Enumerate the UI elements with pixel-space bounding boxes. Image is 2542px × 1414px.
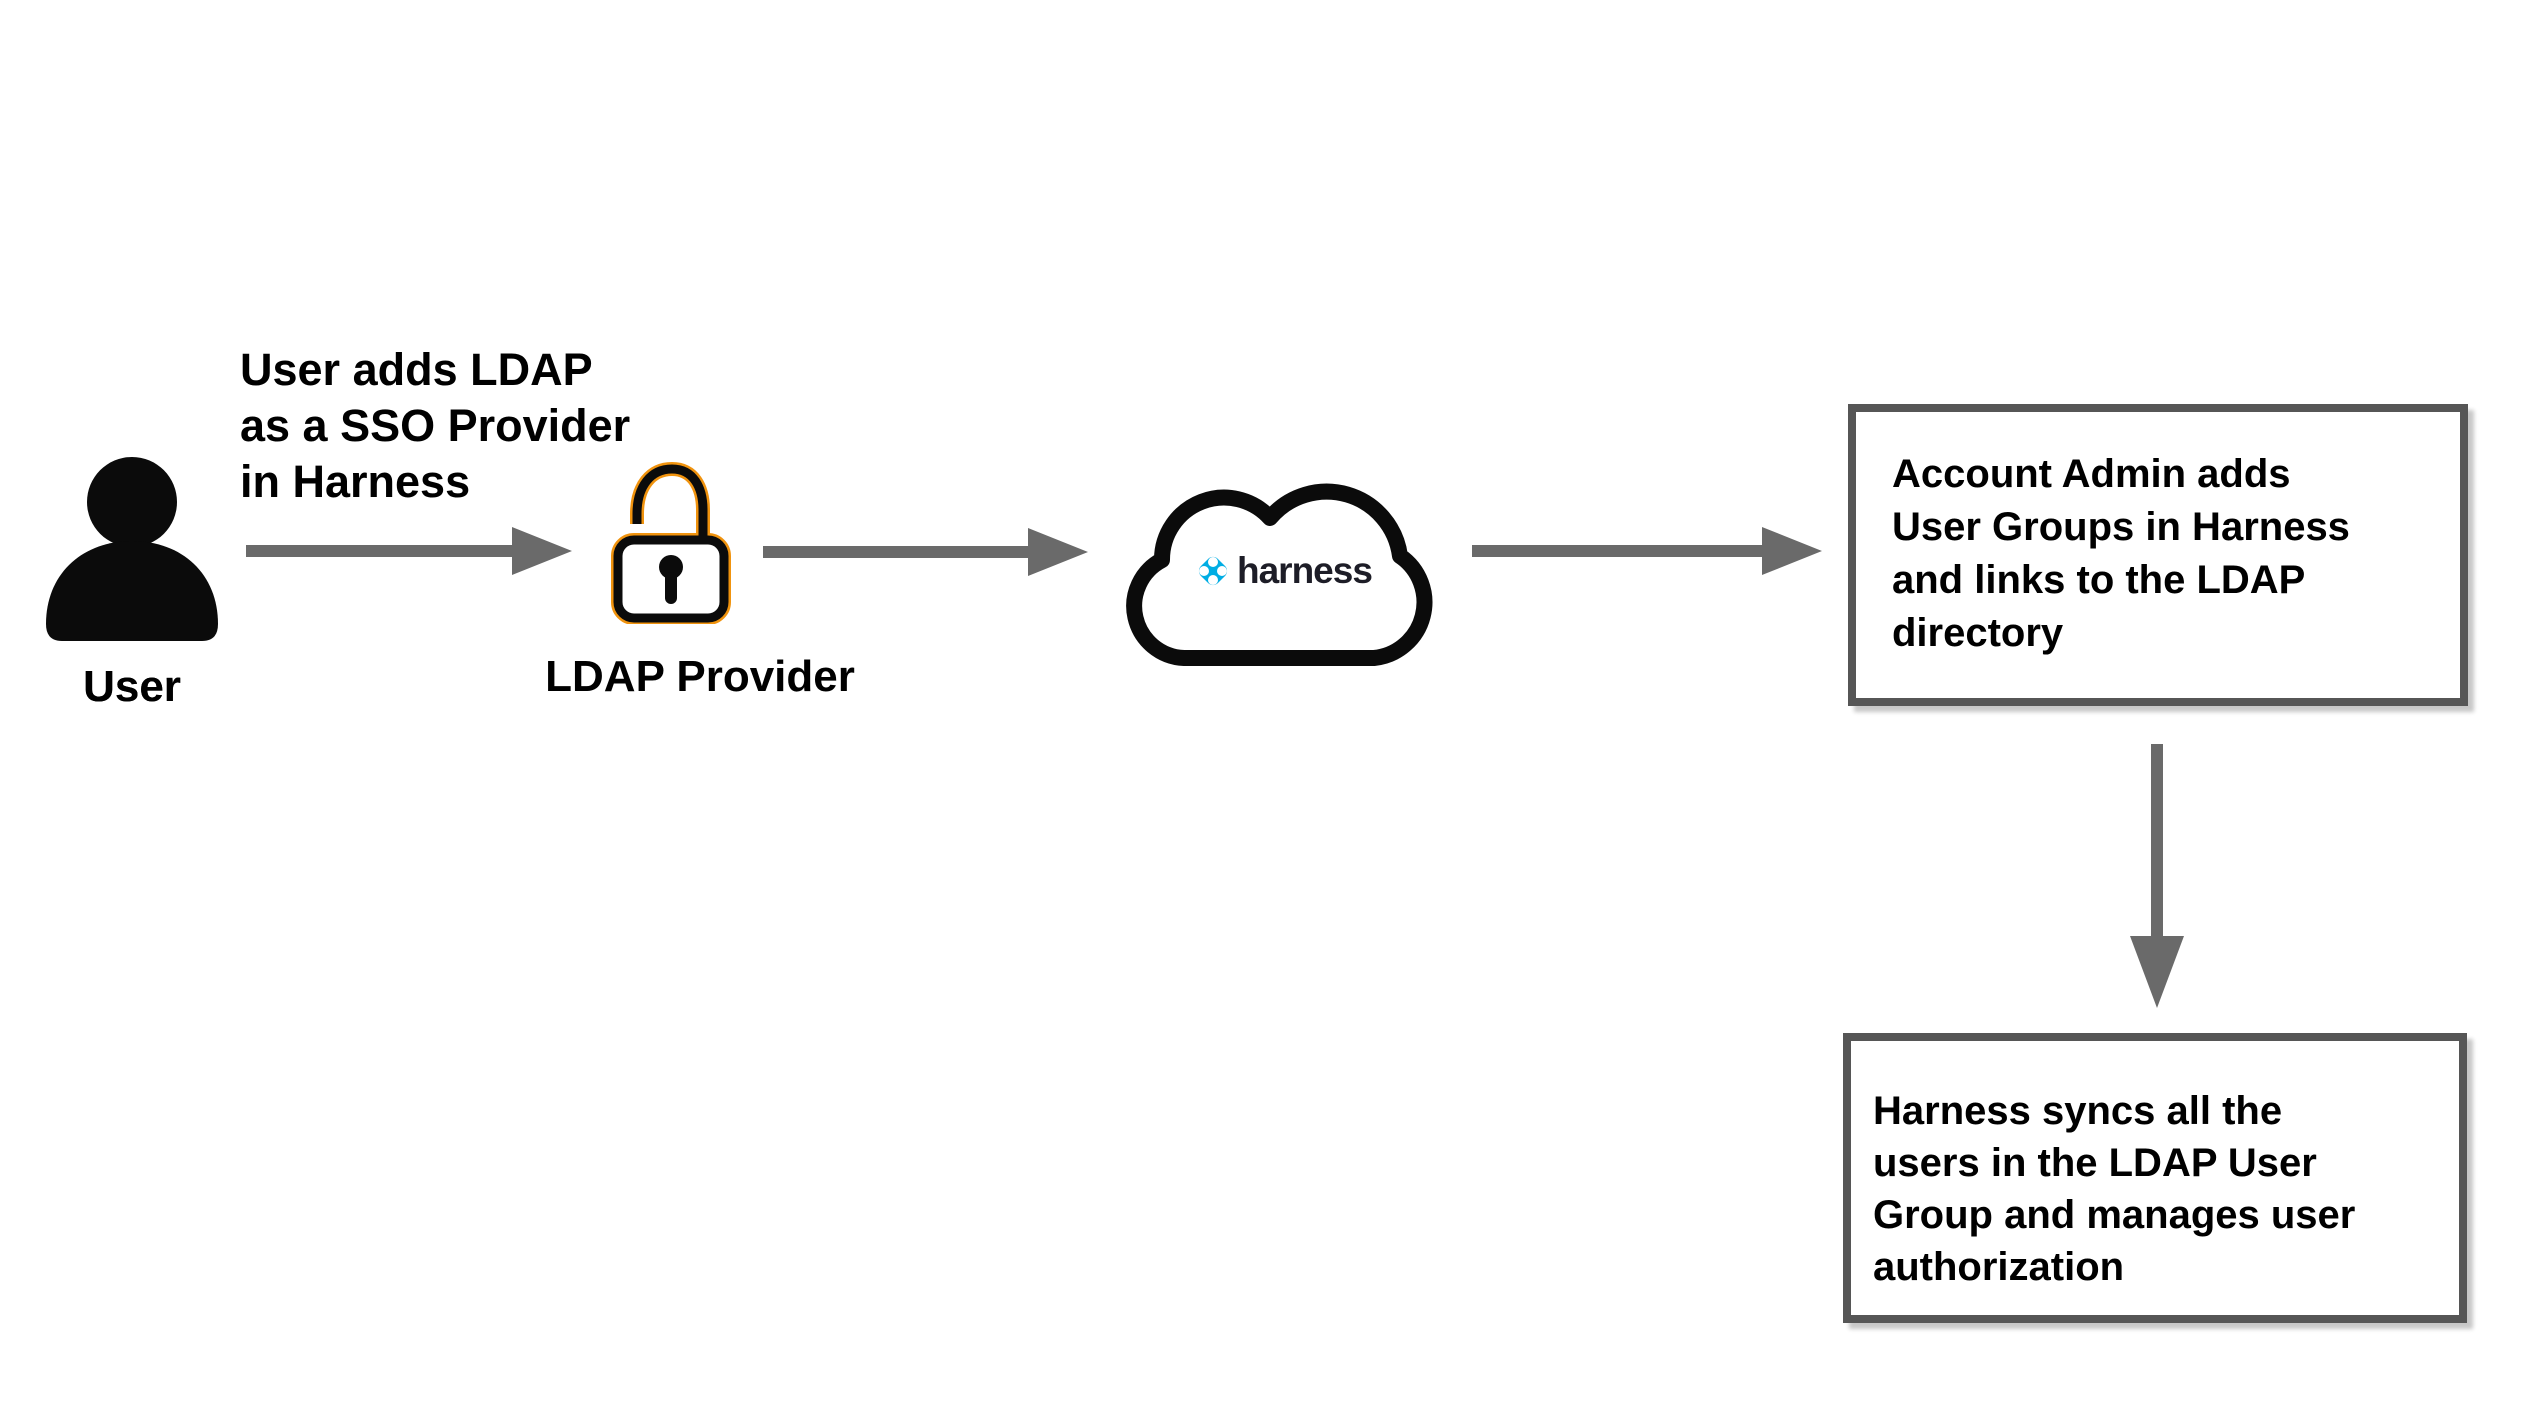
step-box-line: Group and manages user bbox=[1873, 1193, 2356, 1237]
step-box-line: directory bbox=[1892, 611, 2064, 655]
step-box-line: User Groups in Harness bbox=[1892, 505, 2350, 549]
open-padlock-icon bbox=[611, 461, 731, 624]
cloud-icon bbox=[1126, 483, 1433, 666]
caption-line: in Harness bbox=[240, 456, 471, 507]
caption-line: as a SSO Provider bbox=[240, 400, 631, 451]
step-box-line: Harness syncs all the bbox=[1873, 1089, 2283, 1133]
arrow-shaft bbox=[2151, 744, 2163, 938]
arrow-shaft bbox=[763, 546, 1028, 558]
person-icon bbox=[46, 457, 218, 641]
flow-caption: User adds LDAP as a SSO Provider in Harn… bbox=[240, 342, 630, 510]
arrow-right-icon bbox=[512, 527, 572, 575]
step-box-line: authorization bbox=[1873, 1245, 2125, 1289]
harness-logo-icon bbox=[1198, 556, 1228, 586]
step-box-line: Account Admin adds bbox=[1892, 452, 2291, 496]
user-label: User bbox=[83, 662, 181, 711]
step-box-harness-syncs: Harness syncs all the users in the LDAP … bbox=[1843, 1033, 2467, 1323]
arrow-right-icon bbox=[1028, 528, 1088, 576]
caption-line: User adds LDAP bbox=[240, 344, 593, 395]
harness-logo: harness bbox=[1194, 550, 1373, 592]
arrow-shaft bbox=[246, 545, 512, 557]
arrow-down-icon bbox=[2130, 936, 2184, 1008]
arrow-right-icon bbox=[1762, 527, 1822, 575]
step-box-admin-adds-groups: Account Admin adds User Groups in Harnes… bbox=[1848, 404, 2468, 706]
harness-logo-text: harness bbox=[1237, 550, 1373, 591]
step-box-line: and links to the LDAP bbox=[1892, 558, 2306, 602]
step-box-line: users in the LDAP User bbox=[1873, 1141, 2317, 1185]
ldap-provider-label: LDAP Provider bbox=[545, 652, 855, 701]
user-label: User bbox=[83, 662, 181, 711]
arrow-shaft bbox=[1472, 545, 1762, 557]
